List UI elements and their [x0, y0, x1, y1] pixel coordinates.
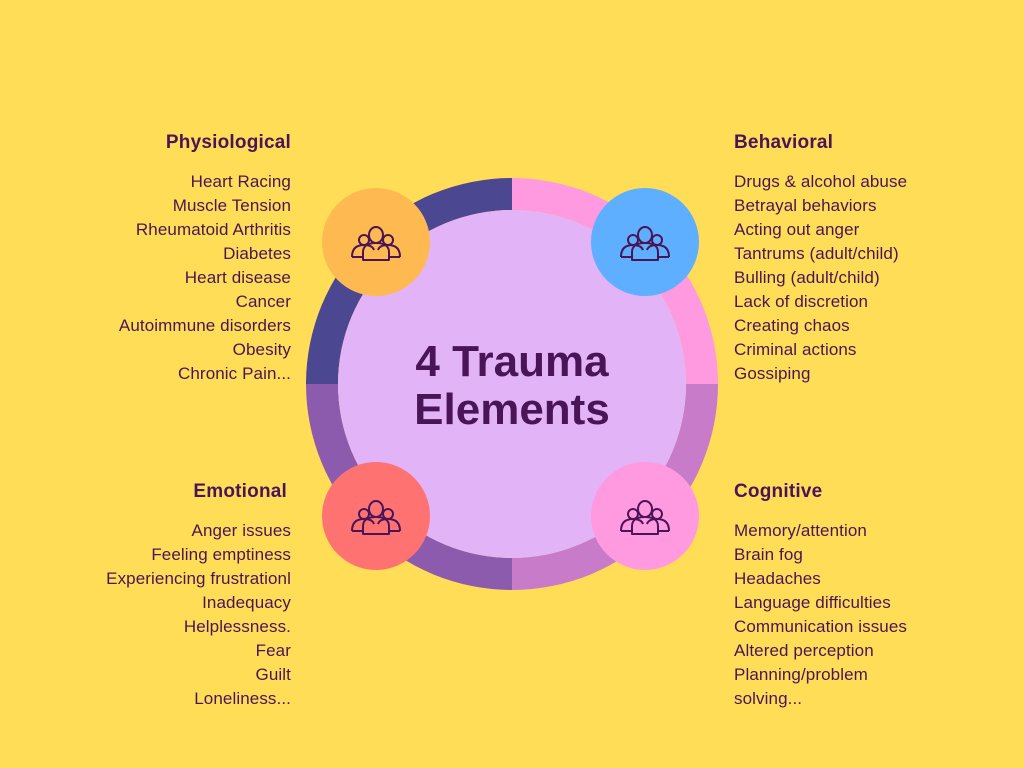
- list-item: Heart disease: [184, 268, 291, 287]
- list-item: Heart Racing: [190, 172, 291, 191]
- behavioral-heading: Behavioral: [734, 132, 834, 153]
- list-item: Bulling (adult/child): [734, 268, 880, 287]
- list-item: Creating chaos: [734, 316, 850, 335]
- list-item: Fear: [255, 641, 291, 660]
- cognitive-heading: Cognitive: [734, 481, 823, 502]
- list-item: Tantrums (adult/child): [734, 244, 899, 263]
- list-item: Experiencing frustrationl: [106, 569, 291, 588]
- list-item: Drugs & alcohol abuse: [734, 172, 908, 191]
- list-item: Muscle Tension: [172, 196, 291, 215]
- list-item: Chronic Pain...: [178, 364, 291, 383]
- physiological-heading: Physiological: [165, 132, 291, 153]
- list-item: Betrayal behaviors: [734, 196, 877, 215]
- list-item: Guilt: [255, 665, 291, 684]
- list-item: Anger issues: [191, 521, 291, 540]
- list-item: Planning/problem: [734, 665, 868, 684]
- list-item: Diabetes: [223, 244, 291, 263]
- center-circle: [338, 210, 686, 558]
- list-item: Lack of discretion: [734, 292, 869, 311]
- list-item: solving...: [734, 689, 803, 708]
- list-item: Acting out anger: [734, 220, 860, 239]
- list-item: Obesity: [232, 340, 291, 359]
- list-item: Criminal actions: [734, 340, 857, 359]
- list-item: Feeling emptiness: [151, 545, 291, 564]
- list-item: Loneliness...: [194, 689, 291, 708]
- list-item: Inadequacy: [202, 593, 291, 612]
- list-item: Communication issues: [734, 617, 908, 636]
- list-item: Gossiping: [734, 364, 811, 383]
- emotional-heading: Emotional: [193, 481, 287, 502]
- list-item: Rheumatoid Arthritis: [135, 220, 291, 239]
- list-item: Helplessness.: [183, 617, 291, 636]
- list-item: Cancer: [235, 292, 291, 311]
- center-title-line2: Elements: [414, 385, 610, 434]
- list-item: Altered perception: [734, 641, 874, 660]
- list-item: Autoimmune disorders: [118, 316, 291, 335]
- list-item: Brain fog: [734, 545, 803, 564]
- list-item: Memory/attention: [734, 521, 867, 540]
- list-item: Headaches: [734, 569, 821, 588]
- center-title-line1: 4 Trauma: [415, 337, 609, 386]
- list-item: Language difficulties: [734, 593, 891, 612]
